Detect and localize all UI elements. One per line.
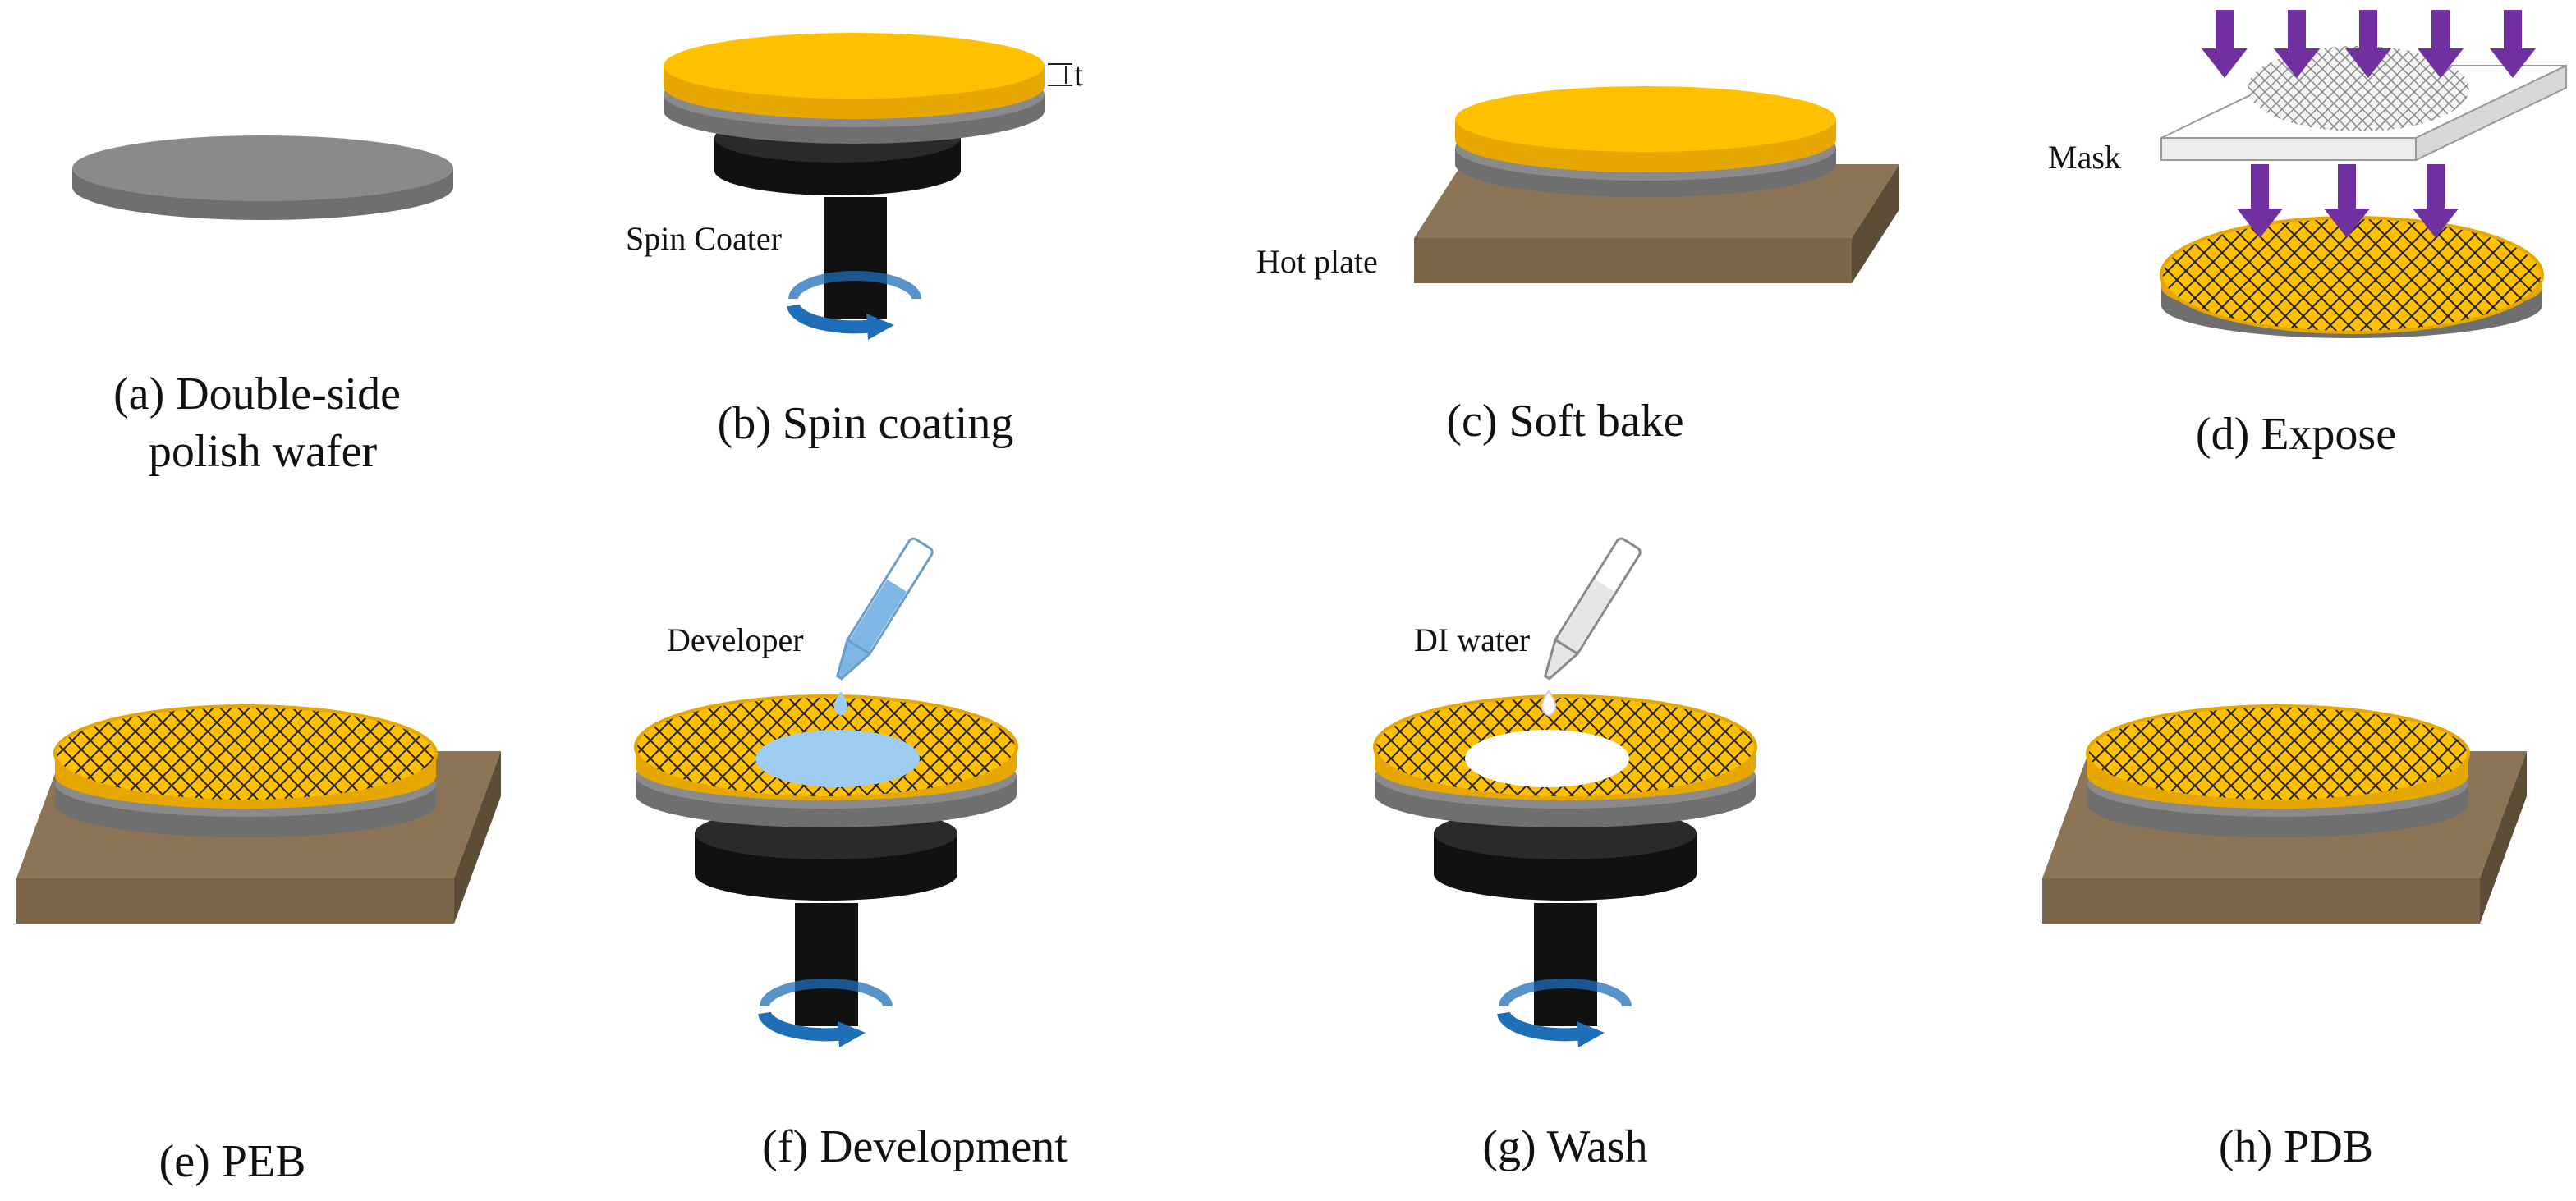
uv-arrow-icon <box>2418 10 2464 78</box>
caption-e: (e) PEB <box>159 1136 306 1187</box>
caption-g: (g) Wash <box>1482 1121 1647 1172</box>
uv-arrow-icon <box>2274 10 2320 78</box>
pipette-icon <box>835 537 934 681</box>
spin-coater-label: Spin Coater <box>626 220 782 257</box>
caption-b: (b) Spin coating <box>718 398 1014 449</box>
caption-c: (c) Soft bake <box>1446 396 1683 447</box>
step-g-spin-coater <box>1434 807 1697 1026</box>
thickness-marker-icon <box>1048 63 1072 86</box>
step-h-photoresist <box>2086 704 2470 809</box>
uv-arrow-icon <box>2413 164 2459 238</box>
uv-arrow-icon <box>2237 164 2283 238</box>
caption-h: (h) PDB <box>2219 1121 2373 1172</box>
step-d-exposed-photoresist <box>2160 216 2544 334</box>
rotation-arrow-icon <box>1497 979 1632 1047</box>
pipette-icon <box>1543 537 1642 681</box>
step-b-spin-coater <box>714 113 961 319</box>
rotation-arrow-icon <box>787 271 921 340</box>
uv-arrow-icon <box>2202 10 2248 78</box>
step-f-spin-coater <box>695 807 957 1026</box>
thickness-label: t <box>1074 56 1083 93</box>
uv-arrow-icon <box>2324 164 2370 238</box>
uv-arrows <box>2202 10 2536 238</box>
droplet-icon <box>833 691 848 716</box>
rotation-arrow-icon <box>758 979 893 1047</box>
developer-label: Developer <box>667 621 804 658</box>
caption-d: (d) Expose <box>2196 409 2396 460</box>
uv-arrow-icon <box>2345 10 2391 78</box>
step-e-photoresist <box>53 704 438 809</box>
caption-f: (f) Development <box>762 1121 1068 1172</box>
washed-area <box>1465 730 1629 787</box>
step-b-photoresist <box>664 33 1045 119</box>
step-a-wafer <box>72 135 453 220</box>
mask-label: Mask <box>2048 139 2121 176</box>
caption-a: (a) Double-side polish wafer <box>113 369 412 477</box>
step-c-photoresist <box>1455 86 1836 172</box>
droplet-icon <box>1541 690 1557 717</box>
hot-plate-label: Hot plate <box>1256 243 1378 280</box>
di-water-label: DI water <box>1414 621 1530 658</box>
uv-arrow-icon <box>2490 10 2536 78</box>
developer-puddle <box>755 730 920 787</box>
